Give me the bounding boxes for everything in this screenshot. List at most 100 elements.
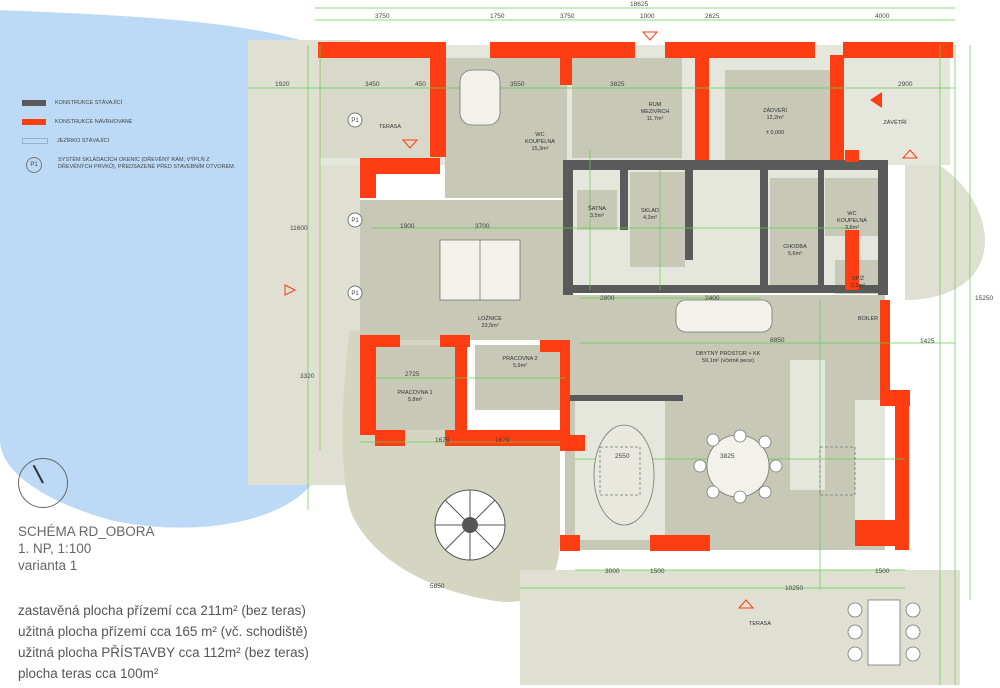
- legend-new-label: KONSTRUKCE NAVRHOVANÉ: [55, 119, 133, 125]
- svg-text:3825: 3825: [610, 81, 625, 88]
- legend: KONSTRUKCE STÁVAJÍCÍ KONSTRUKCE NAVRHOVA…: [22, 100, 237, 185]
- svg-text:3450: 3450: [365, 81, 380, 88]
- legend-p1: P1 SYSTÉM SKLÁDACÍCH OKENIC (DŘEVĚNÝ RÁM…: [22, 157, 237, 173]
- new-swatch: [22, 119, 46, 125]
- room-zadveri-level: ± 0,000: [766, 130, 784, 136]
- svg-text:3320: 3320: [300, 373, 315, 380]
- chodba-floor: [770, 178, 822, 293]
- existing-walls: [563, 160, 888, 401]
- pracovna1-floor: [375, 345, 455, 430]
- svg-text:450: 450: [415, 81, 426, 88]
- svg-text:3000: 3000: [605, 568, 620, 575]
- svg-text:1675: 1675: [495, 437, 510, 444]
- title-block: SCHÉMA RD_OBORA 1. NP, 1:100 varianta 1: [18, 523, 155, 574]
- tree: [434, 489, 506, 561]
- north-arrow-icon: [18, 458, 68, 508]
- svg-text:8850: 8850: [770, 337, 785, 344]
- dim-text: 18625 3750 1750 3750 1000 2625 4000 1920…: [275, 1, 993, 592]
- svg-text:2550: 2550: [615, 453, 630, 460]
- svg-text:2900: 2900: [898, 81, 913, 88]
- svg-text:P1: P1: [351, 291, 359, 297]
- bathtub: [459, 69, 501, 126]
- rug: [593, 424, 655, 526]
- outdoor-table: [867, 599, 901, 666]
- lake-swatch: [22, 138, 48, 144]
- terrace-nw: [320, 58, 440, 158]
- svg-text:1500: 1500: [650, 568, 665, 575]
- entrance-arrow-filled: [870, 92, 882, 108]
- stats-line-1: zastavěná plocha přízemí cca 211m² (bez …: [18, 603, 306, 618]
- svg-text:3550: 3550: [510, 81, 525, 88]
- svg-text:3750: 3750: [375, 13, 390, 20]
- stats-line-4: plocha teras cca 100m²: [18, 666, 159, 681]
- existing-swatch: [22, 100, 46, 106]
- bath2-floor: [825, 178, 880, 236]
- svg-text:1000: 1000: [640, 13, 655, 20]
- svg-text:3700: 3700: [475, 223, 490, 230]
- svg-text:1920: 1920: [275, 81, 290, 88]
- svg-text:5850: 5850: [430, 583, 445, 590]
- legend-existing: KONSTRUKCE STÁVAJÍCÍ: [22, 100, 237, 107]
- area-stats: zastavěná plocha přízemí cca 211m² (bez …: [18, 600, 309, 684]
- svg-text:P1: P1: [351, 118, 359, 124]
- legend-new: KONSTRUKCE NAVRHOVANÉ: [22, 119, 237, 126]
- room-boiler: BOILER: [858, 316, 878, 322]
- stats-line-2: užitná plocha přízemí cca 165 m² (vč. sc…: [18, 624, 308, 639]
- svg-text:1675: 1675: [435, 437, 450, 444]
- title-line-1: SCHÉMA RD_OBORA: [18, 524, 155, 539]
- kitchen-island: [790, 360, 825, 490]
- kitchen-counter: [855, 400, 885, 540]
- room-terasa-nw: TERASA: [379, 124, 401, 130]
- terrace-east-round: [905, 150, 985, 300]
- svg-text:2625: 2625: [705, 13, 720, 20]
- svg-text:P1: P1: [351, 218, 359, 224]
- stove-1: [599, 446, 641, 496]
- entrance-floor: [725, 70, 833, 160]
- svg-text:3825: 3825: [720, 453, 735, 460]
- north-needle: [32, 464, 44, 484]
- stove-2: [819, 446, 856, 496]
- legend-existing-label: KONSTRUKCE STÁVAJÍCÍ: [55, 100, 123, 106]
- svg-text:2800: 2800: [600, 295, 615, 302]
- svg-text:18625: 18625: [630, 1, 648, 8]
- legend-lake-label: JEZÍRKO STÁVAJÍCÍ: [57, 138, 110, 144]
- svg-text:2400: 2400: [705, 295, 720, 302]
- legend-lake: JEZÍRKO STÁVAJÍCÍ: [22, 138, 237, 145]
- title-line-2: 1. NP, 1:100: [18, 541, 92, 556]
- furniture: [439, 69, 921, 666]
- title-line-3: varianta 1: [18, 558, 78, 573]
- svg-text:1750: 1750: [490, 13, 505, 20]
- stats-line-3: užitná plocha PŘÍSTAVBY cca 112m² (bez t…: [18, 645, 309, 660]
- p1-badge-icon: P1: [26, 157, 42, 173]
- svg-text:3750: 3750: [560, 13, 575, 20]
- sklad-floor: [630, 172, 685, 267]
- pracovna2-floor: [475, 345, 565, 410]
- svg-text:1900: 1900: [400, 223, 415, 230]
- svg-text:15250: 15250: [975, 295, 993, 302]
- room-zavetri: ZÁVĚTŘÍ: [883, 118, 907, 126]
- svg-text:4000: 4000: [875, 13, 890, 20]
- svg-text:10250: 10250: [785, 585, 803, 592]
- sofa: [675, 299, 773, 333]
- svg-text:11600: 11600: [290, 225, 308, 232]
- svg-text:1500: 1500: [875, 568, 890, 575]
- legend-p1-note: SYSTÉM SKLÁDACÍCH OKENIC (DŘEVĚNÝ RÁM, V…: [58, 157, 236, 170]
- svg-text:2725: 2725: [405, 371, 420, 378]
- entrance-arrows: [284, 31, 919, 609]
- satna-floor: [577, 190, 617, 230]
- p1-markers: P1 P1 P1: [347, 112, 363, 301]
- svg-text:1425: 1425: [920, 338, 935, 345]
